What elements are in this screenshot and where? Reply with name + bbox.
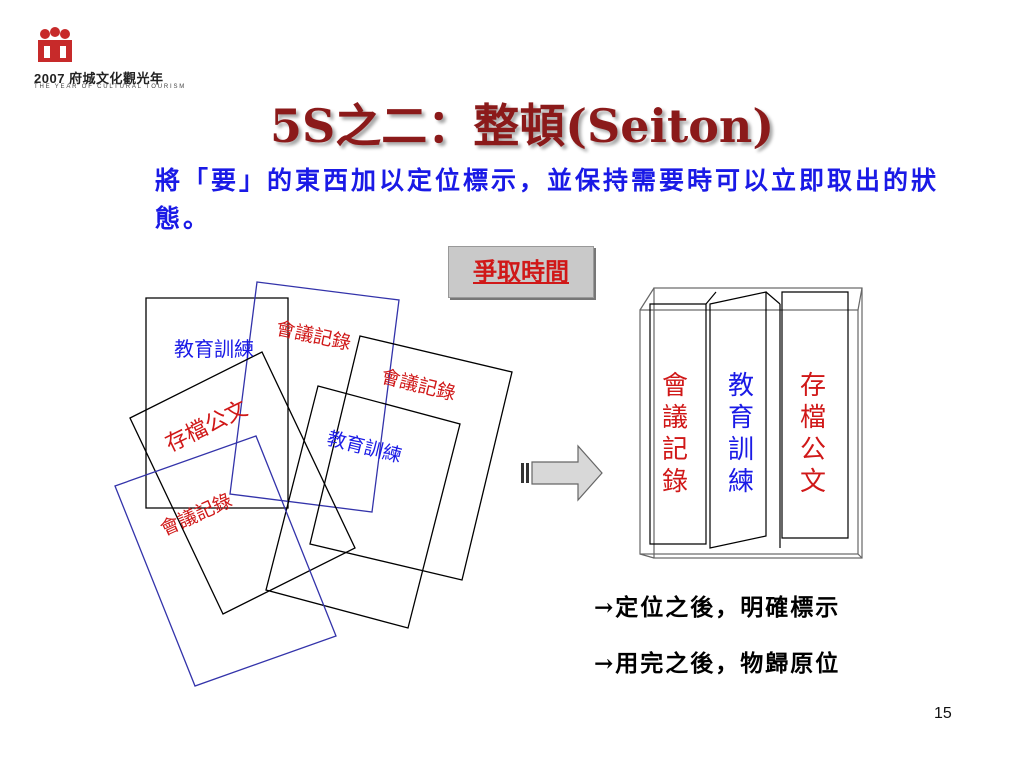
logo-tagline: THE YEAR OF CULTURAL TOURISM — [34, 84, 187, 90]
shelf-label-archive: 存檔公文 — [800, 371, 827, 497]
note-return-label: →用完之後，物歸原位 — [594, 650, 841, 677]
shelf-label-meeting: 會議記錄 — [662, 371, 689, 497]
doc-frame-2 — [229, 281, 400, 513]
doc-frame-1 — [145, 297, 289, 509]
doc-label-meeting-2: 會議記錄 — [379, 366, 458, 406]
page-number: 15 — [934, 705, 952, 722]
doc-frame-3 — [129, 351, 356, 615]
shelf-col-mid — [709, 291, 767, 549]
save-time-tag: 爭取時間 — [448, 246, 594, 298]
doc-frame-4 — [309, 335, 513, 581]
right-arrow-icon — [521, 444, 603, 502]
doc-label-meeting-3: 會議記錄 — [157, 490, 235, 541]
organized-shelf — [639, 287, 863, 559]
doc-label-edu-1: 教育訓練 — [174, 337, 254, 361]
note-locate-label: →定位之後，明確標示 — [594, 594, 841, 621]
doc-frame-5 — [265, 385, 461, 629]
doc-frame-6 — [114, 435, 337, 687]
shelf-col-right — [781, 291, 849, 539]
intro-text: 將「要」的東西加以定位標示，並保持需要時可以立即取出的狀態。 — [155, 166, 940, 233]
logo-year-text: 2007 府城文化觀光年 — [34, 71, 164, 86]
shelf-col-left — [649, 303, 707, 545]
slide-title: 5S之二：整頓(Seiton) — [270, 99, 775, 153]
save-time-label: 爭取時間 — [473, 257, 569, 286]
doc-label-meeting-1: 會議記錄 — [274, 317, 353, 354]
shelf-label-edu: 教育訓練 — [728, 371, 755, 497]
doc-label-edu-2: 教育訓練 — [325, 428, 404, 468]
logo-mark-icon — [38, 27, 72, 62]
